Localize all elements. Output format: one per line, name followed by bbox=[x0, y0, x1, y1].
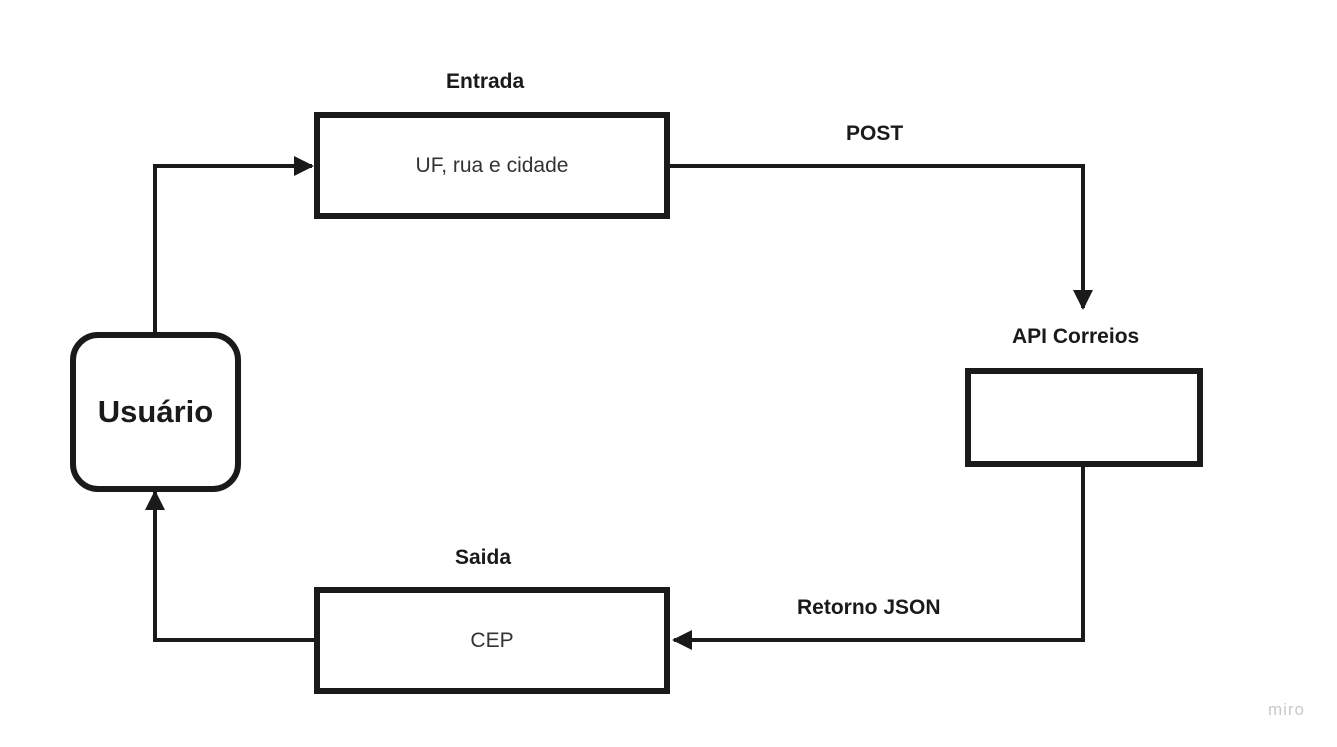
saida-node[interactable]: CEP bbox=[314, 587, 670, 694]
miro-watermark: miro bbox=[1267, 700, 1305, 719]
post-edge-label: POST bbox=[846, 122, 904, 145]
saida-content: CEP bbox=[470, 628, 514, 652]
retorno-edge-label: Retorno JSON bbox=[797, 596, 941, 619]
entrada-content: UF, rua e cidade bbox=[415, 153, 569, 177]
entrada-node[interactable]: UF, rua e cidade bbox=[314, 112, 670, 219]
api-title: API Correios bbox=[1012, 325, 1140, 348]
api-node[interactable] bbox=[965, 368, 1203, 467]
entrada-title: Entrada bbox=[446, 70, 525, 93]
edge-user-to-entrada bbox=[153, 156, 314, 332]
edge-saida-to-user bbox=[145, 490, 314, 642]
user-node[interactable]: Usuário bbox=[70, 332, 241, 492]
saida-title: Saida bbox=[455, 546, 512, 569]
edge-entrada-to-api bbox=[670, 164, 1093, 310]
edge-api-to-saida bbox=[672, 467, 1085, 650]
user-label: Usuário bbox=[97, 394, 214, 429]
